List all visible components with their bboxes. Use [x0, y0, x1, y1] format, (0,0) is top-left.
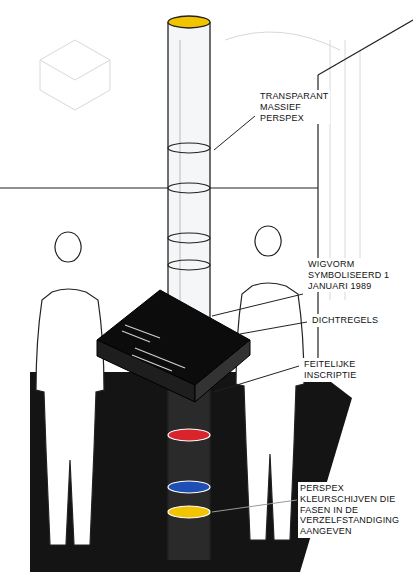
leader-lines [212, 116, 307, 512]
column-shadow [168, 372, 210, 560]
perspex-column [168, 22, 210, 560]
color-disc [168, 429, 210, 441]
callout-label: FEITELIJKE INSCRIPTIE [302, 358, 388, 382]
callout-label: WIGVORM SYMBOLISEERD 1 JANUARI 1989 [306, 258, 406, 292]
person-silhouette [36, 232, 104, 545]
person-silhouette [236, 226, 304, 540]
color-disc [168, 16, 210, 28]
callout-label: TRANSPARANT MASSIEF PERSPEX [258, 90, 330, 124]
callout-label: PERSPEX KLEURSCHIJVEN DIE FASEN IN DE VE… [298, 482, 410, 538]
color-disc [168, 481, 210, 493]
color-disc [168, 506, 210, 518]
callout-label: DICHTREGELS [310, 314, 404, 327]
